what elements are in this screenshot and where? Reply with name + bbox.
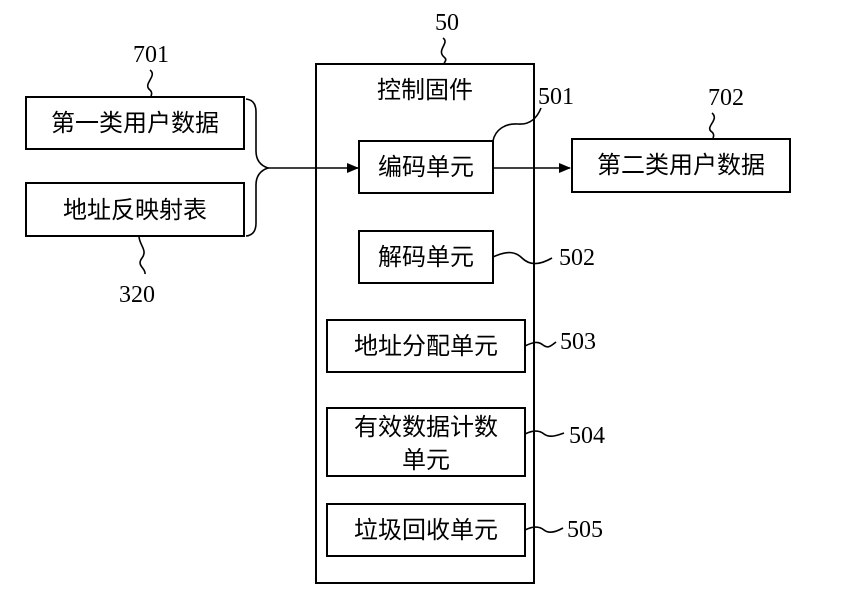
encoder-unit-box (358, 140, 494, 194)
garbage-collection-unit-label: 垃圾回收单元 (354, 516, 498, 544)
input-label-first-class-user-data: 第一类用户数据 (51, 109, 219, 137)
output-box-second-class-user-data (571, 138, 791, 193)
decoder-unit-box (358, 230, 494, 284)
input-box-first-class-user-data (25, 96, 245, 150)
ref-501: 501 (538, 84, 574, 110)
leader-701 (146, 69, 154, 98)
input-box-address-reverse-map (25, 182, 245, 237)
ref-504: 504 (569, 423, 605, 449)
valid-data-count-unit-box (326, 407, 526, 477)
ref-502: 502 (559, 245, 595, 271)
leader-502 (492, 251, 553, 265)
output-label-second-class-user-data: 第二类用户数据 (597, 151, 765, 179)
leader-501 (492, 107, 542, 142)
firmware-ref: 50 (435, 10, 459, 36)
valid-data-count-unit-label-line1: 有效数据计数 (354, 413, 498, 441)
ref-503: 503 (560, 329, 596, 355)
leader-504 (524, 430, 565, 438)
input-label-address-reverse-map: 地址反映射表 (63, 196, 207, 224)
decoder-unit-label: 解码单元 (378, 243, 474, 271)
firmware-title: 控制固件 (377, 76, 473, 104)
leader-503 (524, 341, 557, 348)
ref-505: 505 (567, 517, 603, 543)
leader-702 (708, 112, 716, 140)
garbage-collection-unit-box (326, 503, 526, 557)
valid-data-count-unit-label-line2: 单元 (402, 446, 450, 474)
encoder-unit-label: 编码单元 (378, 153, 474, 181)
ref-320: 320 (119, 282, 155, 308)
ref-701: 701 (133, 42, 169, 68)
leader-505 (524, 526, 564, 533)
input-brace (245, 98, 271, 237)
leader-320 (138, 235, 146, 275)
address-allocation-unit-label: 地址分配单元 (354, 332, 498, 360)
ref-702: 702 (708, 85, 744, 111)
firmware-leader (440, 37, 447, 65)
